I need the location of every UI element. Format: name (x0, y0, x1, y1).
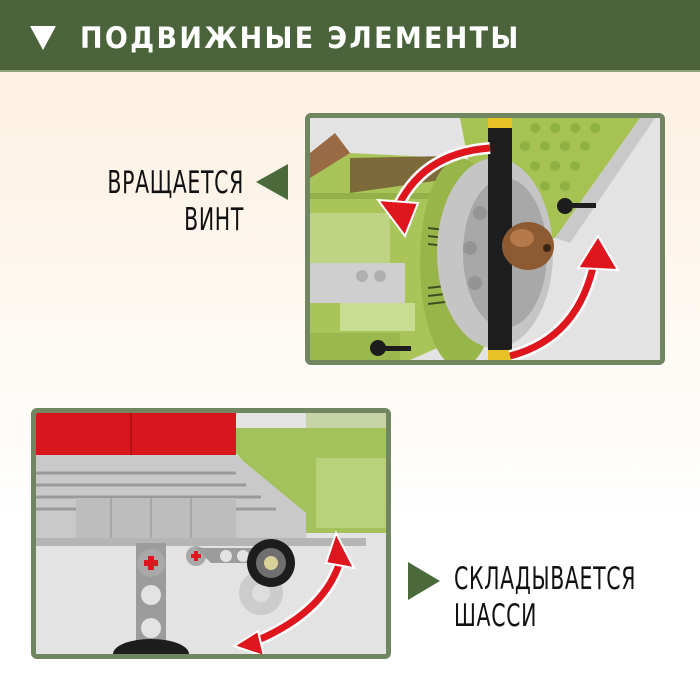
propeller-illustration (310, 118, 660, 360)
propeller-rotation-photo (305, 113, 665, 365)
header-bar: ПОДВИЖНЫЕ ЭЛЕМЕНТЫ (0, 0, 700, 72)
caption-line: СКЛАДЫВАЕТСЯ (454, 561, 637, 597)
triangle-left-icon (256, 164, 288, 200)
triangle-right-icon (408, 562, 440, 600)
feature-caption-landing-gear: СКЛАДЫВАЕТСЯ ШАССИ (454, 561, 636, 635)
feature-caption-propeller: ВРАЩАЕТСЯ ВИНТ (107, 165, 244, 239)
landing-gear-illustration (36, 413, 386, 654)
page-title: ПОДВИЖНЫЕ ЭЛЕМЕНТЫ (80, 21, 521, 55)
caption-line: ВРАЩАЕТСЯ (107, 165, 244, 201)
caption-line: ВИНТ (184, 202, 244, 238)
caption-line: ШАССИ (454, 598, 538, 634)
landing-gear-fold-photo (31, 408, 391, 659)
triangle-down-icon (30, 26, 56, 50)
